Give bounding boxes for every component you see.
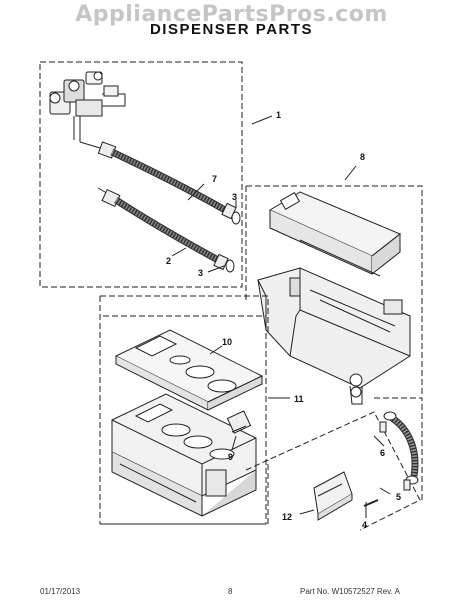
group-box-1 [39,61,243,288]
bellows-hose-icon [379,411,419,491]
group-box-11 [100,295,269,332]
callout-7: 7 [212,174,217,184]
callout-6: 6 [380,448,385,458]
callout-3-lower: 3 [198,268,203,278]
callout-10: 10 [222,337,232,347]
callout-11: 11 [294,394,304,404]
callout-3-upper: 3 [232,192,237,202]
callout-5: 5 [396,492,401,502]
inlet-hose-upper [79,141,241,225]
drawer-handle-icon [313,471,353,521]
dispenser-drawer-icon [111,393,257,517]
footer-part-number: Part No. W10572527 Rev. A [300,587,400,596]
inlet-hose-lower [97,187,235,273]
watermark: AppliancePartsPros.com [75,2,388,27]
callout-4: 4 [362,520,367,530]
dispenser-housing-icon [257,191,411,405]
callout-8: 8 [360,152,365,162]
drawer-cover-icon [114,329,264,411]
group-box-5-6 [374,397,423,500]
callout-12: 12 [282,512,292,522]
siphon-clip-icon [226,410,252,434]
callout-1: 1 [276,110,281,120]
callout-9: 9 [228,452,233,462]
footer-page-number: 8 [228,587,233,596]
page-title: DISPENSER PARTS [149,21,314,38]
water-valve-icon [49,71,126,142]
group-box-11-inner [103,315,267,525]
footer-date: 01/17/2013 [40,587,81,596]
group-box-8 [246,185,423,395]
callout-2: 2 [166,256,171,266]
